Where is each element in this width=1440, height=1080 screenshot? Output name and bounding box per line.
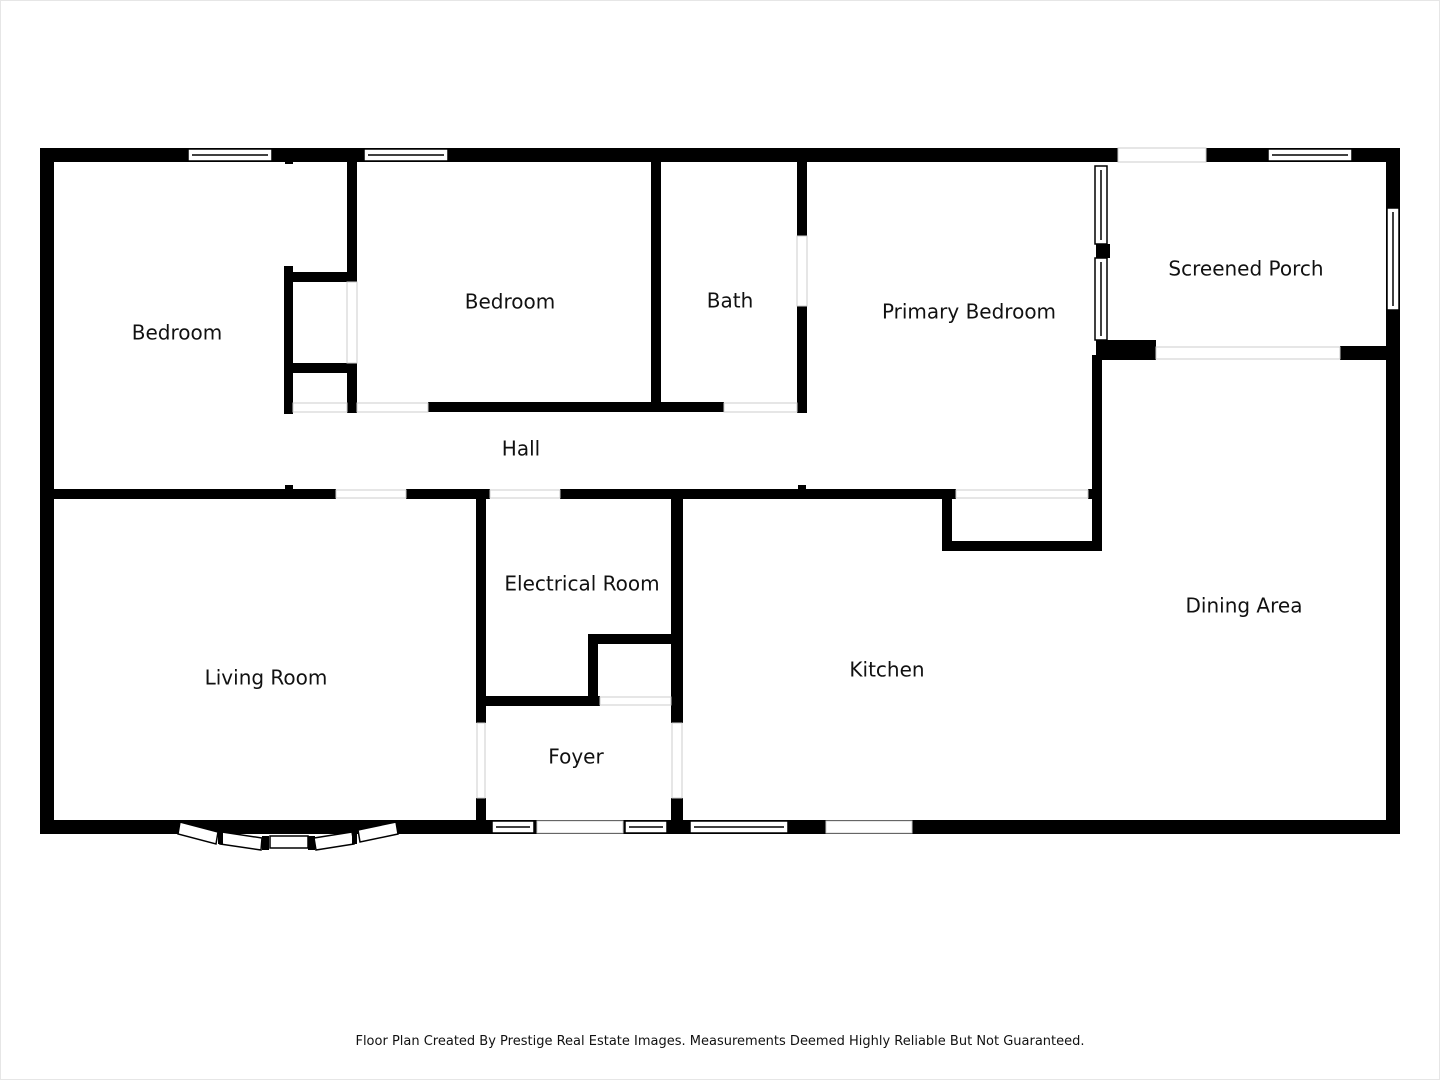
windows	[177, 148, 1400, 851]
wall	[285, 485, 293, 491]
label-hall: Hall	[502, 437, 540, 461]
label-kitchen: Kitchen	[849, 658, 924, 682]
window	[491, 820, 535, 834]
wall	[942, 489, 952, 551]
door-opening	[293, 164, 347, 266]
label-bath: Bath	[707, 289, 754, 313]
label-primary-bedroom: Primary Bedroom	[882, 300, 1056, 324]
wall	[1096, 244, 1110, 258]
window	[1267, 148, 1353, 162]
wall	[942, 541, 1102, 551]
door-opening	[723, 402, 798, 413]
label-bedroom-center: Bedroom	[465, 290, 555, 314]
label-dining-area: Dining Area	[1186, 594, 1303, 618]
wall-exterior-right	[1386, 148, 1400, 834]
wall	[284, 363, 357, 373]
window	[1386, 207, 1400, 311]
wall	[671, 798, 683, 834]
wall	[651, 158, 661, 412]
door-opening	[599, 696, 672, 706]
label-electrical-room: Electrical Room	[504, 572, 659, 596]
wall	[588, 634, 682, 644]
wall	[428, 402, 724, 412]
wall	[347, 363, 357, 413]
wall	[1092, 355, 1102, 551]
walls	[40, 148, 1400, 834]
wall	[476, 696, 600, 706]
window	[1094, 165, 1108, 245]
wall	[797, 158, 807, 236]
window	[363, 148, 449, 162]
wall	[285, 160, 293, 164]
label-foyer: Foyer	[548, 745, 604, 769]
door-opening	[356, 402, 429, 413]
door-opening	[1155, 346, 1341, 360]
wall	[476, 489, 486, 723]
wall	[40, 489, 336, 499]
wall	[560, 489, 956, 499]
room-labels: Bedroom Bedroom Bath Primary Bedroom Scr…	[132, 257, 1324, 769]
wall	[284, 266, 293, 414]
door-opening	[536, 820, 624, 834]
floor-plan-credit: Floor Plan Created By Prestige Real Esta…	[355, 1034, 1085, 1049]
wall	[1092, 148, 1106, 162]
door-opening	[346, 281, 358, 364]
door-opening	[489, 489, 561, 499]
wall	[1096, 340, 1156, 360]
door-openings	[292, 147, 1341, 834]
window	[689, 820, 789, 834]
wall	[588, 634, 598, 706]
label-bedroom-left: Bedroom	[132, 321, 222, 345]
wall	[347, 158, 357, 282]
label-screened-porch: Screened Porch	[1168, 257, 1323, 281]
window	[187, 148, 273, 162]
door-opening	[825, 820, 913, 834]
window	[1094, 257, 1108, 341]
door-opening	[292, 402, 348, 413]
label-living-room: Living Room	[205, 666, 328, 690]
wall	[476, 798, 486, 834]
door-opening	[796, 235, 808, 307]
door-opening	[671, 722, 683, 799]
wall	[284, 272, 357, 282]
door-opening	[335, 489, 407, 499]
door-opening	[476, 722, 486, 799]
door-opening	[1117, 147, 1207, 163]
door-opening	[955, 489, 1089, 499]
wall	[671, 489, 683, 723]
window	[624, 820, 668, 834]
wall	[797, 306, 807, 413]
wall	[1340, 346, 1400, 360]
wall	[798, 485, 806, 491]
wall	[406, 489, 490, 499]
